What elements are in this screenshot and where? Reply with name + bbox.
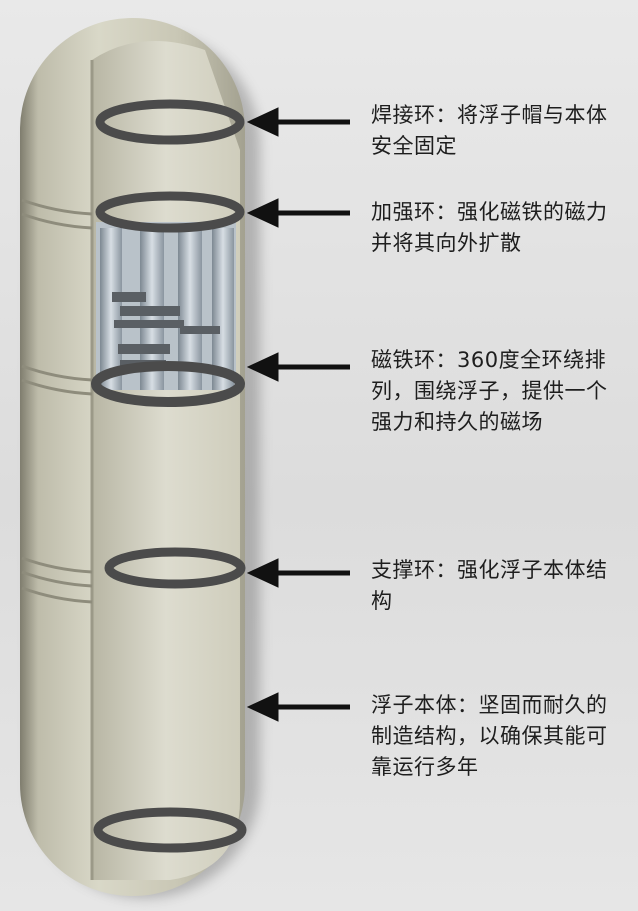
callout-weld-ring: 焊接环：将浮子帽与本体 安全固定 <box>371 103 608 158</box>
callout-reinforce-ring: 加强环：强化磁铁的磁力 并将其向外扩散 <box>371 200 608 255</box>
arrow-support-ring <box>246 558 350 588</box>
support-ring-shape <box>104 547 246 589</box>
callout-magnet-ring: 磁铁环：360度全环绕排 列，围绕浮子，提供一个 强力和持久的磁场 <box>371 348 608 434</box>
callout-arrows <box>246 107 350 722</box>
callout-support-ring: 支撑环：强化浮子本体结 构 <box>371 558 608 613</box>
arrow-magnet-ring <box>246 352 350 382</box>
shell-grooves <box>21 198 93 604</box>
magnet-ring-shape <box>91 361 245 407</box>
body-ring-shape <box>93 807 247 853</box>
arrow-weld-ring <box>246 107 350 137</box>
arrow-reinforce-ring <box>246 198 350 228</box>
callout-float-body: 浮子本体：坚固而耐久的 制造结构，以确保其能可 靠运行多年 <box>371 693 608 779</box>
float-cutaway <box>92 41 240 880</box>
reinforce-ring-shape <box>95 191 245 233</box>
weld-ring-shape <box>95 99 245 145</box>
arrow-float-body <box>246 692 350 722</box>
